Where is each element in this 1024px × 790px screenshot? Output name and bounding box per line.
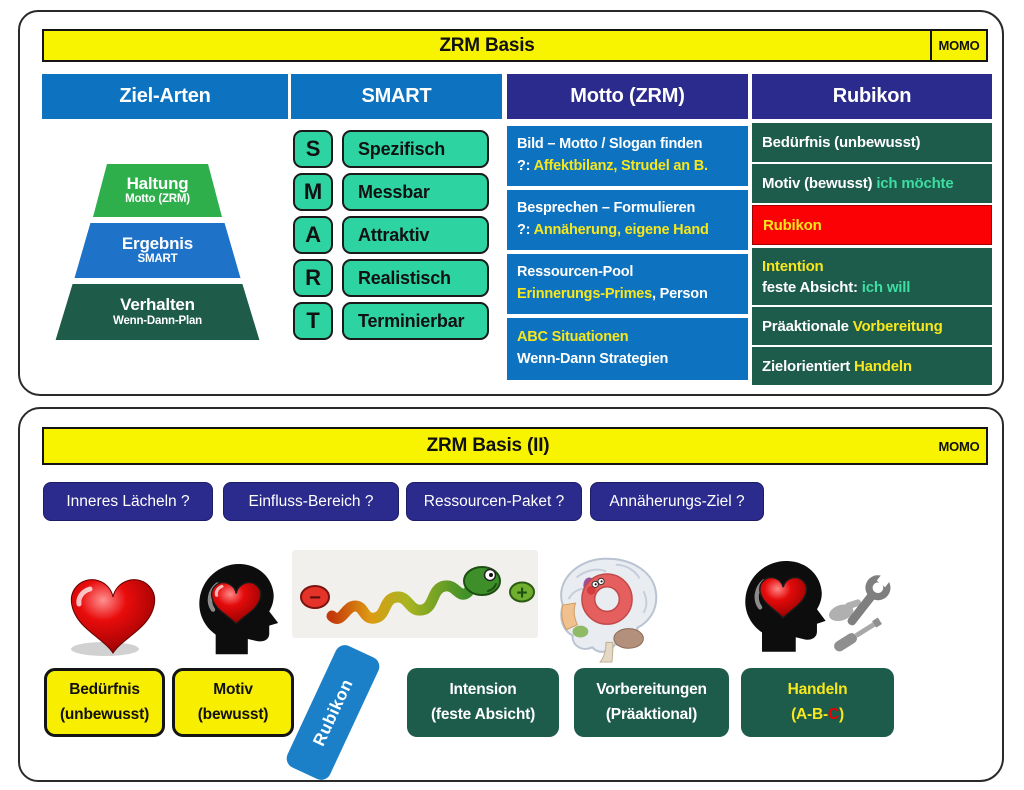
panel-zrm-basis-2: ZRM Basis (II) MOMO Inneres Lächeln ? Ei…: [18, 407, 1004, 784]
motto-step-abc-situationen: ABC Situationen Wenn-Dann Strategien: [507, 318, 748, 380]
process-box-line2: (feste Absicht): [430, 705, 536, 723]
process-box-line1: Motiv: [213, 681, 253, 699]
button-inneres-laecheln[interactable]: Inneres Lächeln ?: [43, 482, 213, 521]
process-box-line1: Intension: [449, 681, 517, 699]
pyramid-level-ergebnis: Ergebnis SMART: [74, 223, 241, 278]
smart-word-spezifisch: Spezifisch: [342, 130, 489, 168]
pyramid-level-title: Verhalten: [120, 295, 195, 315]
pyramid-level-subtitle: SMART: [137, 253, 178, 266]
process-box-line1: Vorbereitungen: [596, 681, 707, 699]
pyramid-level-haltung: Haltung Motto (ZRM): [93, 164, 222, 217]
rubikon-step-praeaktionale: Präaktionale Vorbereitung: [752, 307, 992, 345]
process-box-beduerfnis: Bedürfnis (unbewusst): [44, 668, 165, 737]
pyramid-level-subtitle: Wenn-Dann-Plan: [113, 314, 202, 327]
momo-badge-2: MOMO: [938, 438, 980, 454]
rubikon-step-intention: Intention feste Absicht: ich will: [752, 248, 992, 305]
motto-line1: Besprechen – Formulieren: [517, 200, 696, 217]
rubikon-step-zielorientiert: Zielorientiert Handeln: [752, 347, 992, 385]
momo-badge: MOMO: [930, 31, 986, 60]
rubikon-step-text: Präaktionale: [762, 317, 853, 335]
abc-c-highlight: C: [827, 705, 839, 723]
motto-line2-prefix: ?:: [517, 222, 534, 238]
rubikon-step-text: Motiv (bewusst): [762, 175, 877, 192]
column-header-ziel-arten: Ziel-Arten: [42, 74, 288, 119]
smart-letter-r: R: [293, 259, 333, 297]
page-title-2: ZRM Basis (II): [426, 435, 550, 456]
rubikon-step-title: Intention: [762, 257, 824, 275]
title-banner: ZRM Basis MOMO: [42, 29, 988, 62]
motto-line2-prefix: ?:: [517, 158, 534, 174]
process-box-intension: Intension (feste Absicht): [407, 668, 559, 737]
motto-line2: Wenn-Dann Strategien: [517, 351, 669, 367]
smart-word-messbar: Messbar: [342, 173, 489, 211]
process-box-line2: (unbewusst): [59, 705, 150, 723]
head-heart-icon: [188, 556, 288, 656]
abc-prefix: (A-B-: [791, 705, 828, 723]
process-box-motiv: Motiv (bewusst): [172, 668, 294, 737]
pyramid-level-title: Ergebnis: [121, 233, 194, 253]
process-box-line2: (A-B-C): [741, 703, 894, 727]
rubikon-banner-label: Rubikon: [308, 675, 357, 749]
rubikon-step-text: Rubikon: [763, 216, 822, 234]
rubikon-step-highlight: Vorbereitung: [852, 317, 943, 335]
abc-suffix: ): [838, 705, 844, 723]
rubikon-step-beduerfnis: Bedürfnis (unbewusst): [752, 123, 992, 162]
process-box-line1: Handeln: [787, 681, 848, 699]
motto-step-ressourcen-pool: Ressourcen-Pool Erinnerungs-Primes, Pers…: [507, 254, 748, 314]
smart-letter-t: T: [293, 302, 333, 340]
process-box-line1: Bedürfnis: [69, 681, 140, 699]
rubikon-banner: Rubikon: [283, 641, 383, 784]
rubikon-step-text: Bedürfnis (unbewusst): [762, 134, 921, 151]
button-einfluss-bereich[interactable]: Einfluss-Bereich ?: [223, 482, 399, 521]
plus-label: +: [517, 583, 528, 604]
rubikon-step-text: Zielorientiert: [762, 357, 855, 375]
rubikon-step-highlight: Handeln: [854, 357, 912, 375]
column-header-smart: SMART: [291, 74, 502, 119]
rubikon-step-highlight: ich möchte: [876, 175, 954, 192]
smart-word-attraktiv: Attraktiv: [342, 216, 489, 254]
heart-icon: [60, 569, 166, 657]
title-banner-2: ZRM Basis (II) MOMO: [42, 427, 988, 465]
smart-letter-a: A: [293, 216, 333, 254]
page-title: ZRM Basis: [439, 34, 535, 56]
minus-label: −: [309, 587, 320, 609]
head-heart-tools-icon: [735, 552, 897, 654]
process-box-line2: (bewusst): [197, 705, 269, 723]
brain-limbic-icon: [547, 547, 667, 665]
rubikon-step-rubikon: Rubikon: [752, 205, 992, 245]
smart-letter-s: S: [293, 130, 333, 168]
pyramid-level-verhalten: Verhalten Wenn-Dann-Plan: [55, 284, 260, 340]
button-annaeherungs-ziel[interactable]: Annäherungs-Ziel ?: [590, 482, 764, 521]
goal-types-pyramid: Haltung Motto (ZRM) Ergebnis SMART Verha…: [50, 158, 265, 340]
motto-step-bild: Bild – Motto / Slogan finden ?: Affektbi…: [507, 126, 748, 186]
motto-line1: Bild – Motto / Slogan finden: [517, 136, 703, 153]
rubikon-step-motiv: Motiv (bewusst) ich möchte: [752, 164, 992, 203]
smart-word-terminierbar: Terminierbar: [342, 302, 489, 340]
rubikon-step-highlight: ich will: [861, 278, 911, 296]
panel-zrm-basis: ZRM Basis MOMO Ziel-Arten SMART Motto (Z…: [18, 10, 1004, 396]
rubikon-step-text: feste Absicht:: [762, 278, 862, 296]
smart-letter-m: M: [293, 173, 333, 211]
column-header-rubikon: Rubikon: [752, 74, 992, 119]
motto-line1: Ressourcen-Pool: [517, 264, 634, 281]
pyramid-level-title: Haltung: [126, 173, 189, 193]
motto-line2-highlight: Affektbilanz, Strudel an B.: [533, 158, 708, 174]
motto-line1-highlight: ABC Situationen: [517, 329, 629, 346]
process-box-line2: (Präaktional): [605, 705, 698, 723]
process-box-handeln: Handeln (A-B-C): [741, 668, 894, 737]
button-ressourcen-paket[interactable]: Ressourcen-Paket ?: [406, 482, 582, 521]
smart-word-realistisch: Realistisch: [342, 259, 489, 297]
motto-line2-suffix: , Person: [652, 286, 708, 302]
motto-line2-highlight: Annäherung, eigene Hand: [533, 222, 709, 238]
column-header-motto-zrm: Motto (ZRM): [507, 74, 748, 119]
motto-step-besprechen: Besprechen – Formulieren ?: Annäherung, …: [507, 190, 748, 250]
pyramid-level-subtitle: Motto (ZRM): [125, 193, 190, 206]
affect-snake-icon: − +: [292, 550, 538, 638]
motto-line2-highlight: Erinnerungs-Primes: [517, 286, 652, 302]
process-box-vorbereitungen: Vorbereitungen (Präaktional): [574, 668, 729, 737]
